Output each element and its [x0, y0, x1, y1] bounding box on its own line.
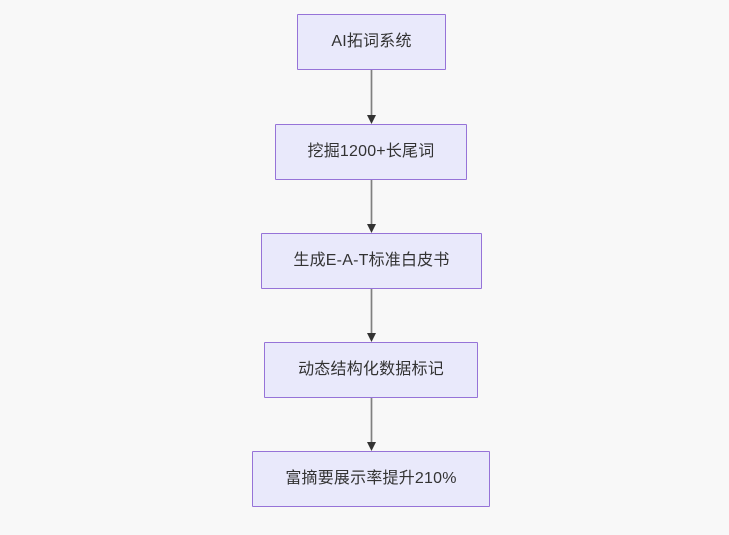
flow-arrow-4	[361, 398, 382, 451]
flow-node-n4[interactable]: 动态结构化数据标记	[264, 342, 478, 398]
flow-node-n2[interactable]: 挖掘1200+长尾词	[275, 124, 467, 180]
flow-arrow-3	[361, 289, 382, 342]
flow-node-label: 生成E-A-T标准白皮书	[293, 252, 450, 270]
flow-node-n5[interactable]: 富摘要展示率提升210%	[252, 451, 490, 507]
flow-arrow-1	[361, 70, 382, 124]
flow-arrow-2	[361, 180, 382, 233]
flow-node-label: 富摘要展示率提升210%	[285, 470, 457, 488]
flow-node-label: 动态结构化数据标记	[298, 361, 444, 379]
arrow-graphic	[366, 180, 376, 233]
arrow-graphic	[366, 398, 376, 451]
flow-node-n3[interactable]: 生成E-A-T标准白皮书	[261, 233, 482, 289]
arrowhead-icon	[366, 224, 376, 233]
flow-node-label: 挖掘1200+长尾词	[307, 143, 435, 161]
arrow-graphic	[366, 70, 376, 124]
flow-node-label: AI拓词系统	[331, 33, 412, 51]
flow-node-n1[interactable]: AI拓词系统	[297, 14, 446, 70]
arrow-graphic	[366, 289, 376, 342]
arrowhead-icon	[366, 442, 376, 451]
arrowhead-icon	[366, 115, 376, 124]
arrowhead-icon	[366, 333, 376, 342]
